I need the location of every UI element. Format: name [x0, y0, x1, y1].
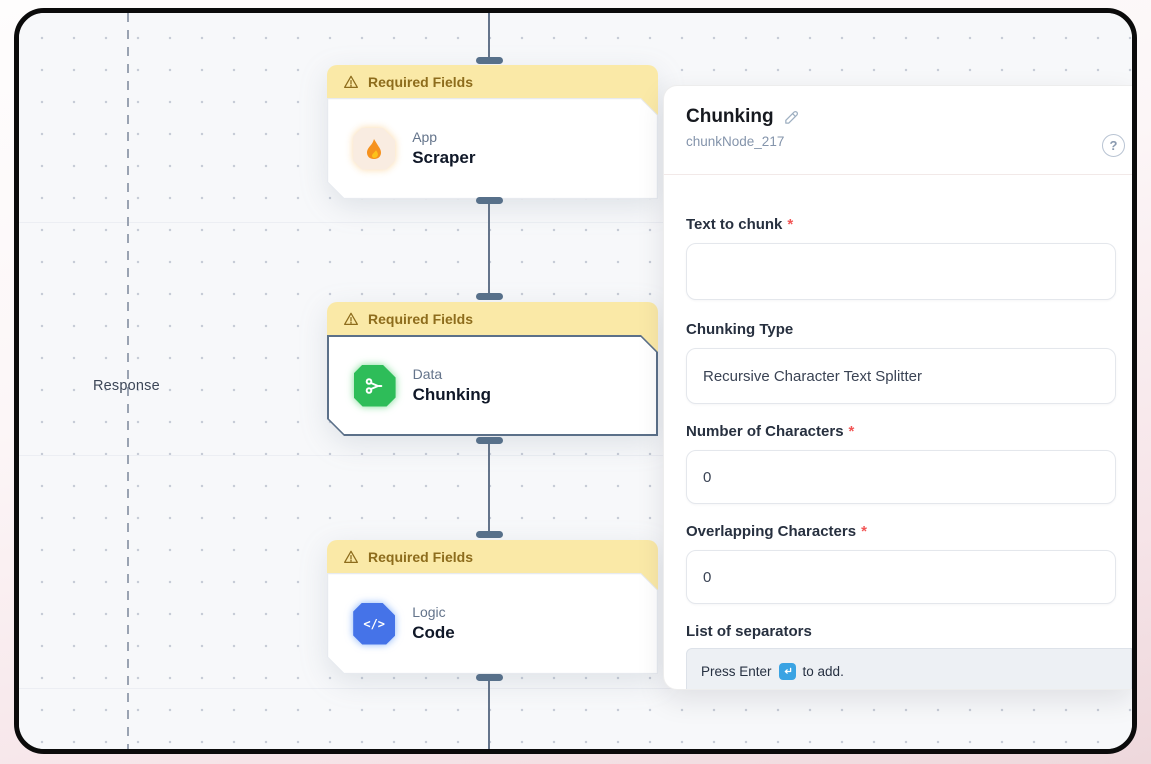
code-output-handle[interactable] — [476, 674, 503, 681]
scissors-icon — [354, 365, 396, 407]
list-of-separators-label: List of separators — [686, 623, 812, 640]
text-to-chunk-label: Text to chunk* — [686, 216, 794, 233]
warning-triangle-icon — [344, 550, 358, 563]
chunking-output-handle[interactable] — [476, 437, 503, 444]
overlapping-characters-input[interactable] — [686, 550, 1116, 604]
chunking-config-panel: Chunking chunkNode_217 ? Text to chunk* … — [663, 85, 1132, 690]
required-asterisk: * — [787, 216, 794, 233]
app-window-frame: Response Required Fields — [14, 8, 1137, 754]
workflow-canvas[interactable]: Response Required Fields — [19, 13, 1132, 749]
edge-scraper-to-chunking — [488, 204, 490, 293]
node-category: Logic — [412, 604, 446, 620]
code-chevrons-icon: </> — [353, 603, 395, 645]
node-category: App — [412, 129, 438, 145]
node-title: Code — [412, 623, 455, 642]
chunking-type-label: Chunking Type — [686, 321, 794, 338]
flame-icon — [353, 128, 395, 170]
enter-key-icon — [778, 662, 796, 680]
scraper-output-handle[interactable] — [476, 197, 503, 204]
help-icon[interactable]: ? — [1102, 134, 1125, 157]
required-fields-label: Required Fields — [368, 548, 474, 565]
warning-triangle-icon — [344, 75, 358, 88]
number-of-characters-label: Number of Characters* — [686, 423, 855, 440]
separators-hint-prefix: Press Enter — [701, 663, 772, 679]
separators-hint-suffix: to add. — [802, 663, 844, 679]
node-title: Chunking — [412, 385, 491, 404]
required-asterisk: * — [861, 523, 867, 540]
number-of-characters-input[interactable] — [686, 450, 1116, 504]
required-fields-label: Required Fields — [368, 73, 474, 90]
node-chunking[interactable]: Required Fields Data Chunking — [327, 302, 658, 436]
required-asterisk: * — [848, 423, 855, 440]
panel-title: Chunking — [686, 106, 774, 127]
panel-divider — [664, 174, 1132, 175]
node-code[interactable]: Required Fields </> Logic Code — [327, 540, 658, 674]
chunking-input-handle[interactable] — [476, 293, 503, 300]
edge-code-to-bottom — [488, 681, 490, 749]
code-input-handle[interactable] — [476, 531, 503, 538]
text-to-chunk-input[interactable] — [686, 243, 1116, 300]
edge-chunking-to-code — [488, 444, 490, 531]
node-title: Scraper — [412, 148, 476, 167]
separators-input[interactable]: Press Enter to add. — [686, 648, 1132, 689]
overlapping-characters-label: Overlapping Characters* — [686, 523, 867, 540]
response-guide-line — [127, 13, 129, 749]
required-fields-banner: Required Fields — [327, 302, 658, 357]
node-category: Data — [412, 366, 443, 382]
required-fields-banner: Required Fields — [327, 65, 658, 120]
required-fields-label: Required Fields — [368, 310, 474, 327]
warning-triangle-icon — [344, 312, 358, 325]
response-label: Response — [93, 378, 160, 394]
edit-pencil-icon[interactable] — [783, 109, 800, 126]
edge-top-to-scraper — [488, 13, 490, 57]
chunking-type-select[interactable]: Recursive Character Text Splitter — [686, 348, 1116, 404]
node-scraper[interactable]: Required Fields App Scraper — [327, 65, 658, 199]
scraper-input-handle[interactable] — [476, 57, 503, 64]
node-id-label: chunkNode_217 — [686, 134, 785, 149]
required-fields-banner: Required Fields — [327, 540, 658, 595]
